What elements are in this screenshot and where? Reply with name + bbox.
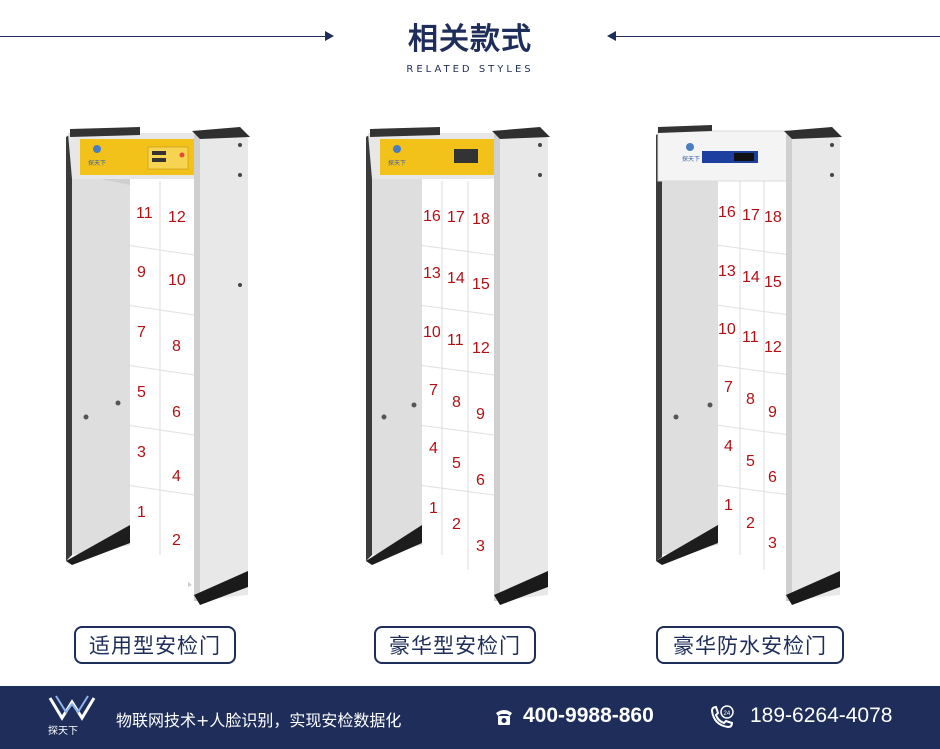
- zone-label: 11: [742, 329, 759, 346]
- zone-label: 18: [472, 211, 490, 228]
- product-image-standard-gate: 探天下 11 12 9 10 7 8 5 6 3 4 1 2: [60, 125, 260, 605]
- zone-label: 9: [476, 406, 485, 423]
- zone-label: 18: [764, 209, 782, 226]
- section-title: 相关款式: [408, 22, 532, 57]
- header-line-left: [0, 36, 330, 37]
- product-image-deluxe-gate: 探天下 16 17 18 13 14 15 10 11 12 7 8 9 4 5…: [360, 125, 560, 605]
- zone-label: 15: [472, 276, 490, 293]
- zone-label: 5: [137, 384, 146, 401]
- zone-label: 2: [746, 515, 755, 532]
- zone-label: 3: [476, 538, 485, 555]
- zone-label: 6: [172, 404, 181, 421]
- zone-label: 2: [452, 516, 461, 533]
- telephone-icon: [496, 710, 512, 725]
- product-caption-deluxe[interactable]: 豪华型安检门: [374, 626, 536, 664]
- zone-label: 7: [429, 382, 438, 399]
- zone-label: 6: [768, 469, 777, 486]
- product-image-waterproof-gate: 探天下 16 17 18 13 14 15 10 11 12 7 8 9 4 5…: [652, 125, 852, 605]
- zone-label: 14: [447, 270, 465, 287]
- zone-label: 13: [423, 265, 441, 282]
- hotline-number[interactable]: 400-9988-860: [523, 704, 654, 727]
- zone-label: 10: [168, 272, 186, 289]
- zone-label: 3: [768, 535, 777, 552]
- zone-label: 2: [172, 532, 181, 549]
- zone-label: 12: [764, 339, 782, 356]
- 24h-phone-icon: 24: [710, 705, 734, 729]
- zone-label: 6: [476, 472, 485, 489]
- zone-label: 4: [429, 440, 438, 457]
- product-caption-standard[interactable]: 适用型安检门: [74, 626, 236, 664]
- section-subtitle: RELATED STYLES: [406, 64, 534, 75]
- brand-logo-icon: [48, 695, 96, 721]
- header-arrow-right-icon: [325, 31, 334, 41]
- zone-label: 7: [137, 324, 146, 341]
- zone-label: 8: [452, 394, 461, 411]
- zone-label: 3: [137, 444, 146, 461]
- zone-label: 5: [746, 453, 755, 470]
- mobile-number[interactable]: 189-6264-4078: [750, 704, 893, 727]
- zone-label: 4: [724, 438, 733, 455]
- zone-label: 15: [764, 274, 782, 291]
- svg-text:探天下: 探天下: [88, 159, 106, 167]
- header-arrow-left-icon: [607, 31, 616, 41]
- zone-label: 14: [742, 269, 760, 286]
- zone-label: 16: [423, 208, 441, 225]
- svg-text:探天下: 探天下: [682, 155, 700, 163]
- brand-logo-text: 探天下: [48, 726, 78, 737]
- zone-label: 17: [742, 207, 760, 224]
- footer-bar: 探天下 物联网技术+人脸识别，实现安检数据化 400-9988-860 24 1…: [0, 686, 940, 749]
- footer-slogan: 物联网技术+人脸识别，实现安检数据化: [116, 711, 402, 730]
- product-caption-waterproof[interactable]: 豪华防水安检门: [656, 626, 844, 664]
- zone-label: 1: [137, 504, 146, 521]
- zone-label: 11: [447, 332, 464, 349]
- zone-label: 10: [718, 321, 736, 338]
- zone-label: 16: [718, 204, 736, 221]
- zone-label: 1: [429, 500, 438, 517]
- zone-label: 8: [172, 338, 181, 355]
- zone-label: 7: [724, 379, 733, 396]
- zone-label: 8: [746, 391, 755, 408]
- zone-label: 10: [423, 324, 441, 341]
- zone-label: 1: [724, 497, 733, 514]
- zone-label: 13: [718, 263, 736, 280]
- header-line-right: [612, 36, 940, 37]
- zone-label: 5: [452, 455, 461, 472]
- zone-label: 9: [768, 404, 777, 421]
- zone-label: 12: [472, 340, 490, 357]
- zone-label: 4: [172, 468, 181, 485]
- svg-text:探天下: 探天下: [388, 159, 406, 167]
- svg-text:24: 24: [724, 711, 731, 717]
- zone-label: 12: [168, 209, 186, 226]
- zone-label: 17: [447, 209, 465, 226]
- zone-label: 11: [136, 205, 153, 222]
- zone-label: 9: [137, 264, 146, 281]
